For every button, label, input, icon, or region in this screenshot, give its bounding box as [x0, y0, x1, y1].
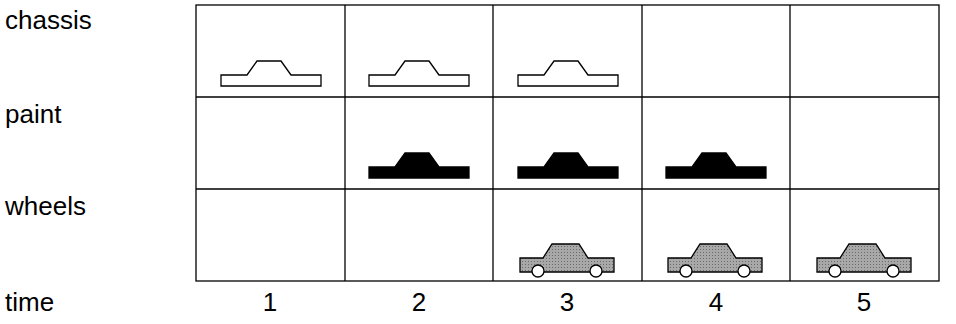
time-step: 1 [263, 288, 277, 318]
row-label: paint [5, 100, 61, 130]
time-step: 3 [560, 288, 574, 318]
car-icons [520, 244, 911, 277]
row-label: chassis [5, 6, 92, 36]
time-step: 5 [857, 288, 871, 318]
axis-label: time [5, 288, 54, 318]
chassis-icons [221, 61, 618, 86]
row-label: wheels [5, 192, 86, 222]
time-step: 2 [412, 288, 426, 318]
paint-icons [369, 153, 766, 178]
grid-lines [196, 5, 939, 281]
time-step: 4 [709, 288, 723, 318]
